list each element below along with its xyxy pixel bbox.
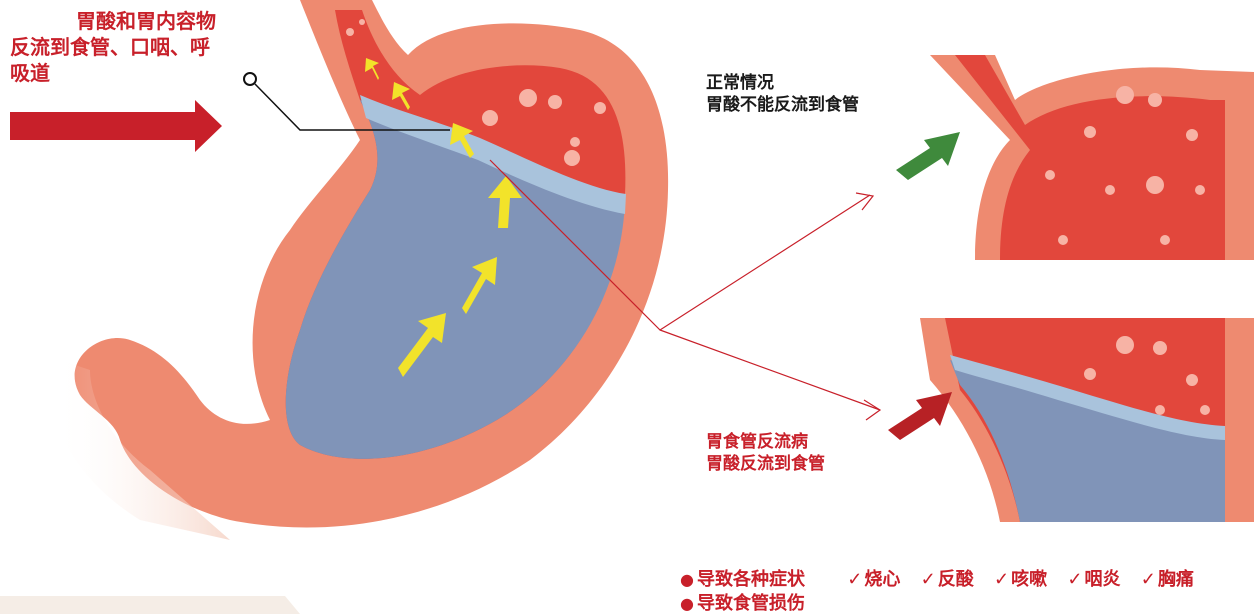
check-icon: ✓ <box>847 569 862 590</box>
check-icon: ✓ <box>921 569 936 590</box>
symptom-item: ✓咽炎 <box>1067 569 1120 590</box>
bottom-band <box>0 596 300 614</box>
right-arrow-icon <box>896 132 960 180</box>
damage-label: 导致食管损伤 <box>697 593 805 614</box>
right-arrow-icon <box>10 100 222 152</box>
gerd-inset <box>888 318 1254 522</box>
normal-label: 正常情况 胃酸不能反流到食管 <box>706 72 859 116</box>
normal-desc: 胃酸不能反流到食管 <box>706 94 859 116</box>
symptom-item: ✓烧心 <box>847 569 900 590</box>
normal-inset <box>896 55 1254 260</box>
symptoms-label: 导致各种症状 <box>697 569 805 590</box>
symptom-item: ✓咳嗽 <box>994 569 1047 590</box>
bullet-icon: ● <box>680 594 694 613</box>
bullet-icon: ● <box>680 570 694 589</box>
normal-title: 正常情况 <box>706 72 859 94</box>
check-icon: ✓ <box>1141 569 1156 590</box>
damage-row: ●导致食管损伤 <box>680 589 805 615</box>
gerd-desc: 胃酸反流到食管 <box>706 453 825 475</box>
check-icon: ✓ <box>994 569 1009 590</box>
check-icon: ✓ <box>1067 569 1082 590</box>
callout-line2: 反流到食管、口咽、呼 <box>10 34 260 60</box>
symptoms-row: ●导致各种症状 ✓烧心 ✓反酸 ✓咳嗽 ✓咽炎 ✓胸痛 <box>680 565 1194 591</box>
symptom-item: ✓反酸 <box>921 569 974 590</box>
gerd-label: 胃食管反流病 胃酸反流到食管 <box>706 431 825 475</box>
gerd-title: 胃食管反流病 <box>706 431 825 453</box>
symptom-item: ✓胸痛 <box>1141 569 1194 590</box>
reflux-callout: 胃酸和胃内容物 反流到食管、口咽、呼 吸道 <box>10 8 260 86</box>
callout-line3: 吸道 <box>10 60 260 86</box>
callout-line1: 胃酸和胃内容物 <box>10 8 260 34</box>
right-arrow-icon <box>888 392 952 440</box>
